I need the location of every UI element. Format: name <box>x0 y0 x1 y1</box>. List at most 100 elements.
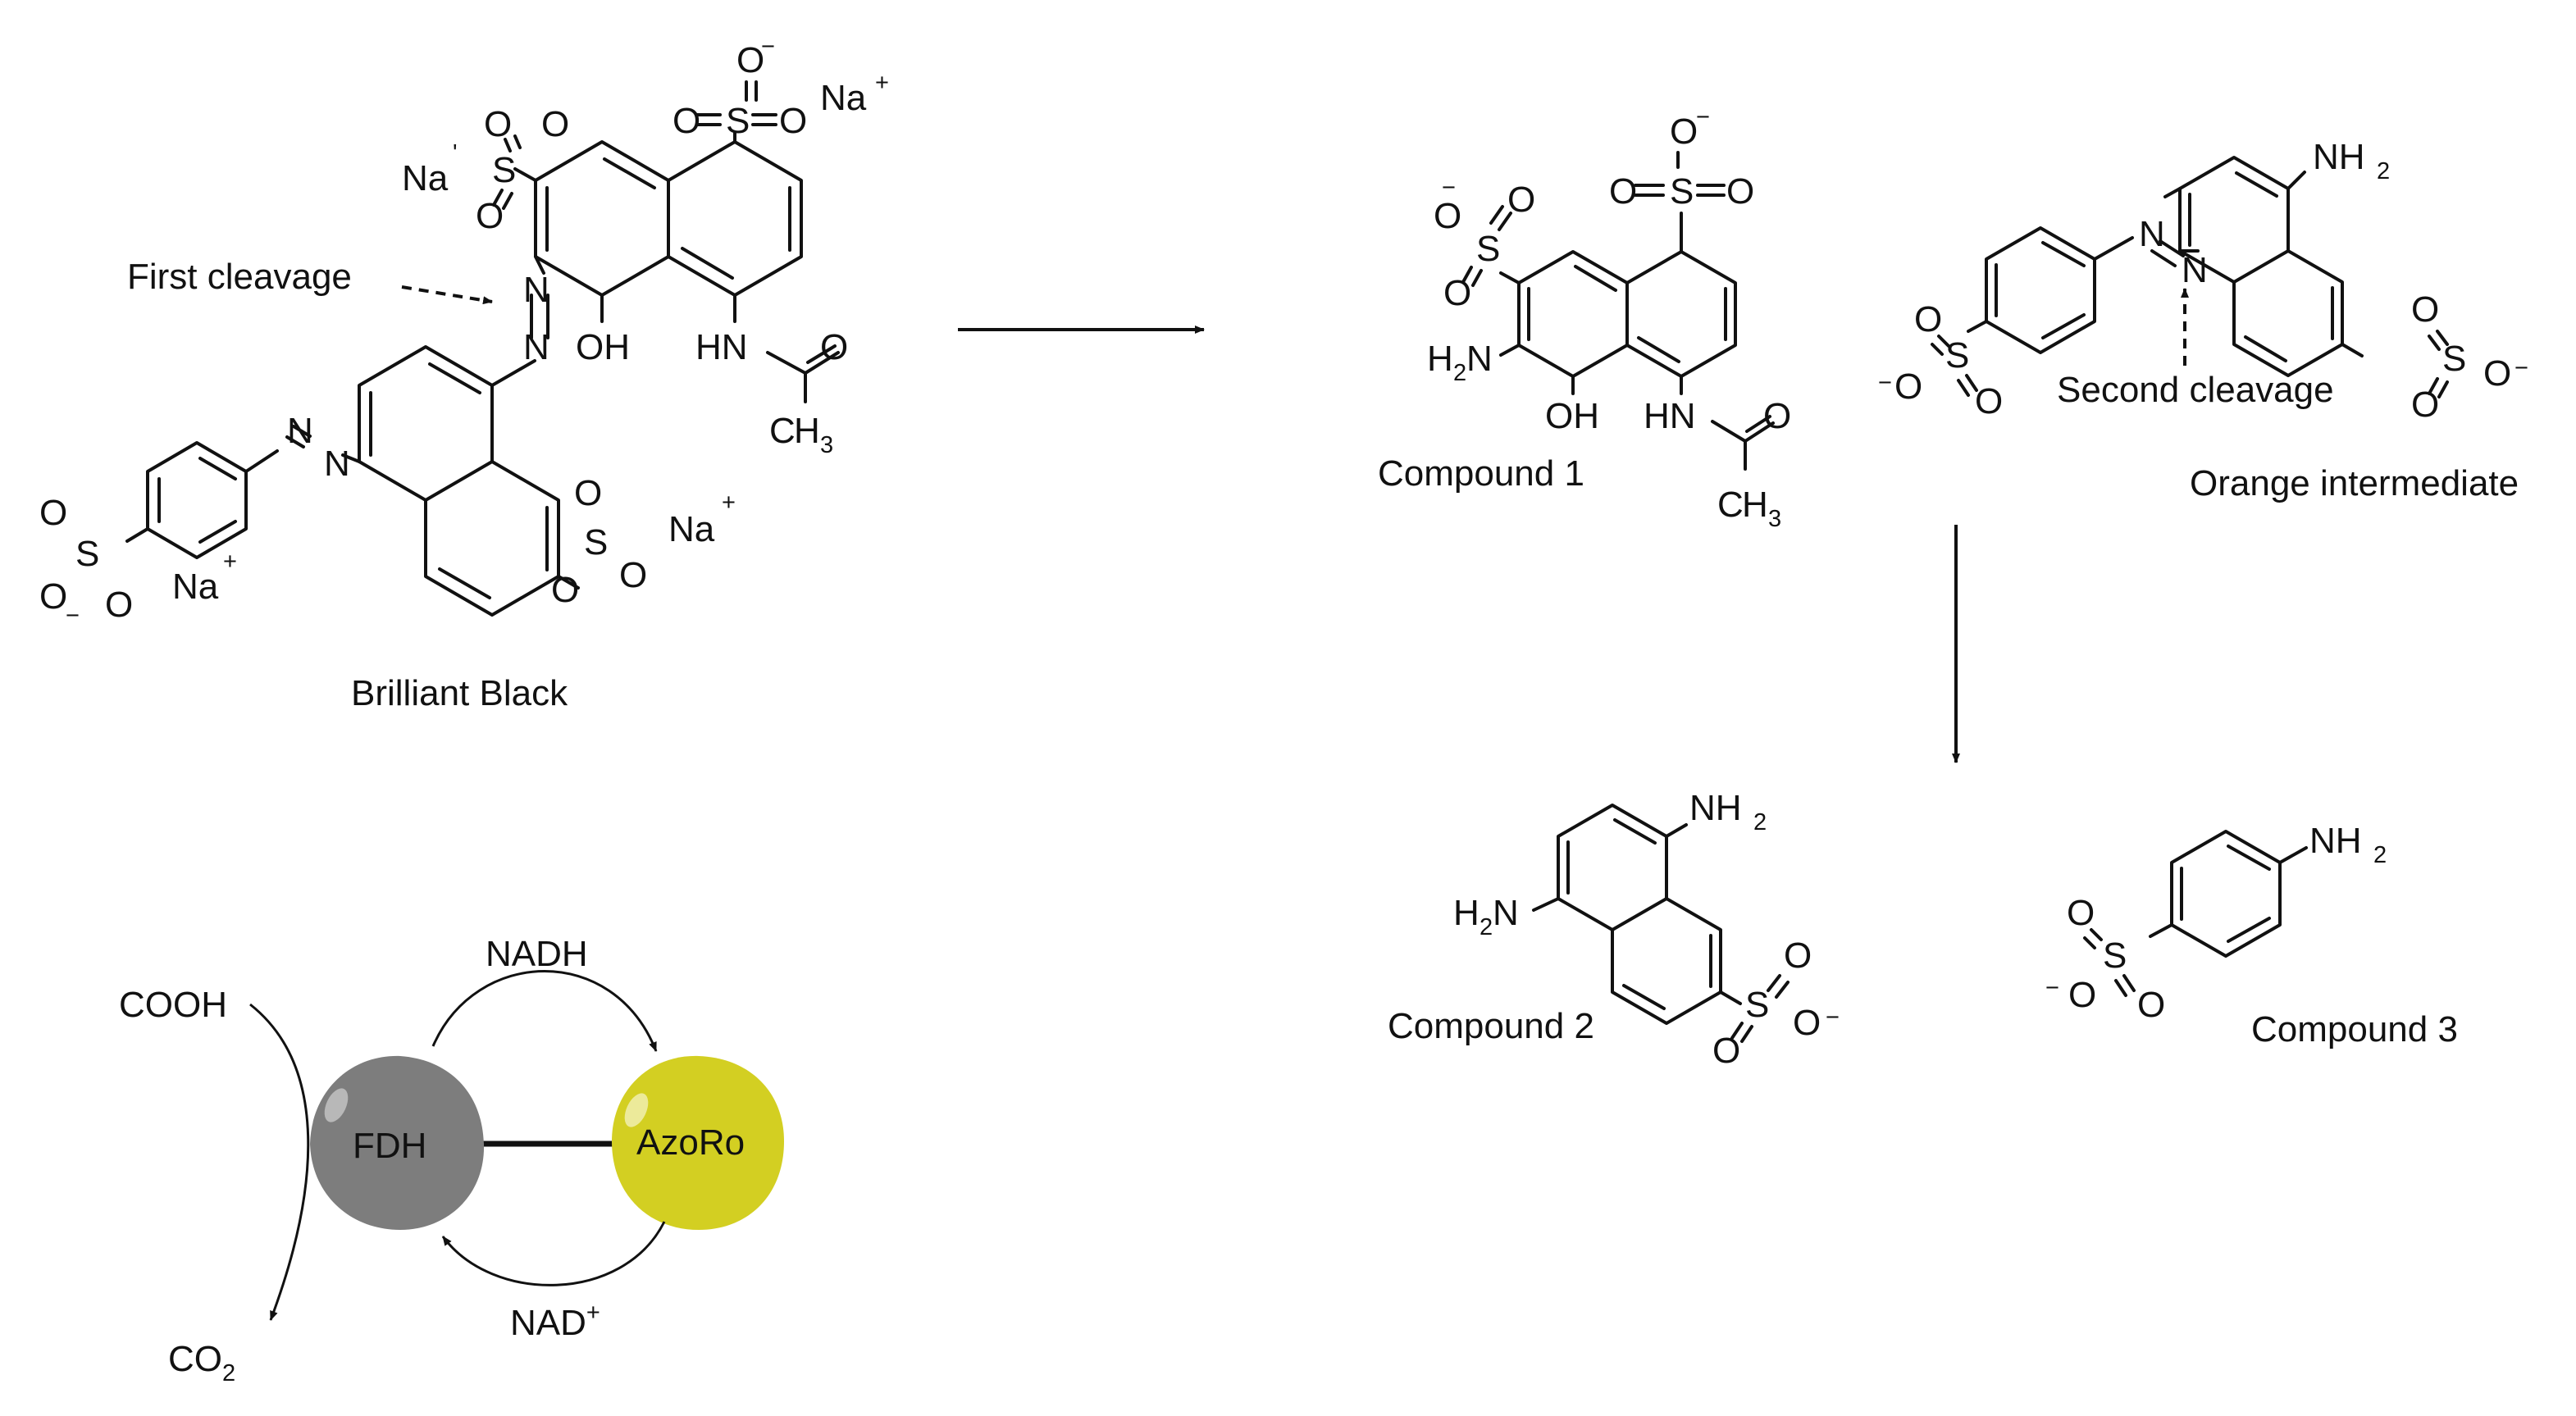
formate-arrow <box>249 1003 310 1321</box>
brilliant-black-label: Brilliant Black <box>351 673 568 713</box>
co2-label: CO2 <box>168 1339 235 1386</box>
svg-text:O: O <box>105 585 133 625</box>
svg-text:O: O <box>1670 112 1698 152</box>
svg-text:O: O <box>1712 1031 1740 1071</box>
svg-text:NH: NH <box>2309 821 2362 861</box>
svg-text:N: N <box>287 411 313 451</box>
svg-text:O: O <box>1914 299 1942 339</box>
svg-text:NH: NH <box>2313 137 2365 177</box>
svg-text:N: N <box>2139 214 2165 254</box>
nad-arrow <box>441 1221 666 1286</box>
svg-text:O: O <box>476 196 504 236</box>
svg-text:N: N <box>1493 893 1519 933</box>
svg-text:H: H <box>1742 485 1768 525</box>
svg-text:S: S <box>1670 171 1694 212</box>
cooh-label: COOH <box>119 985 227 1025</box>
svg-text:3: 3 <box>1768 506 1781 532</box>
svg-text:O: O <box>1726 171 1754 212</box>
svg-text:O: O <box>551 570 579 610</box>
compound-2-label: Compound 2 <box>1388 1006 1594 1046</box>
azoro-highlight <box>624 1093 649 1127</box>
svg-text:Na: Na <box>668 509 715 549</box>
svg-text:O: O <box>1793 1003 1821 1043</box>
compound-2-structure <box>1532 804 1742 1025</box>
svg-text:O: O <box>39 493 67 533</box>
svg-text:Na: Na <box>402 158 449 198</box>
svg-text:H: H <box>1427 339 1453 379</box>
compound-3-label: Compound 3 <box>2251 1009 2458 1049</box>
svg-text:NH: NH <box>1689 788 1742 828</box>
svg-text:2: 2 <box>1479 914 1493 940</box>
svg-text:−: − <box>2514 355 2528 381</box>
compound-1-structure <box>1499 212 1775 471</box>
svg-text:+: + <box>875 70 889 96</box>
second-cleavage-label: Second cleavage <box>2057 370 2334 410</box>
svg-text:−: − <box>761 34 775 60</box>
svg-text:O: O <box>2067 893 2095 933</box>
compound-1-label: Compound 1 <box>1378 453 1584 494</box>
svg-text:2: 2 <box>2373 842 2387 868</box>
svg-text:2: 2 <box>1753 809 1767 835</box>
svg-text:OH: OH <box>1545 396 1599 436</box>
svg-text:S: S <box>584 522 608 562</box>
svg-text:': ' <box>453 140 458 166</box>
svg-text:−: − <box>1442 175 1456 201</box>
svg-text:−: − <box>1878 370 1892 396</box>
svg-text:O: O <box>820 327 848 367</box>
svg-text:O: O <box>39 576 67 617</box>
compound-3-structure <box>2149 830 2308 958</box>
svg-text:O: O <box>2483 353 2511 394</box>
svg-text:HN: HN <box>695 327 748 367</box>
svg-text:O: O <box>1975 381 2003 421</box>
svg-text:N: N <box>1466 339 1493 379</box>
svg-text:S: S <box>2103 936 2127 976</box>
svg-text:O: O <box>1609 171 1637 212</box>
svg-text:O: O <box>779 101 807 141</box>
svg-text:O: O <box>574 473 602 513</box>
svg-text:2: 2 <box>2377 158 2390 184</box>
svg-text:N: N <box>523 327 549 367</box>
svg-text:O: O <box>1434 196 1461 236</box>
svg-text:O: O <box>1784 936 1812 976</box>
svg-text:Na: Na <box>172 567 219 607</box>
enzyme-cascade: FDH AzoRo NADH NAD+ COOH CO2 <box>119 934 784 1386</box>
fdh-highlight <box>324 1088 349 1122</box>
svg-text:N: N <box>523 270 549 310</box>
svg-text:+: + <box>722 489 736 516</box>
svg-text:O: O <box>2068 975 2096 1015</box>
svg-text:O: O <box>672 101 700 141</box>
first-cleavage-label: First cleavage <box>127 257 352 297</box>
fdh-enzyme <box>310 1055 485 1230</box>
svg-text:O: O <box>736 40 764 80</box>
svg-text:C: C <box>1717 485 1744 525</box>
orange-intermediate-structure <box>1967 156 2364 377</box>
azoro-enzyme <box>612 1055 784 1230</box>
svg-text:S: S <box>1945 335 1969 376</box>
svg-text:OH: OH <box>576 327 630 367</box>
svg-text:Na: Na <box>820 78 867 118</box>
svg-text:−: − <box>1826 1004 1840 1031</box>
svg-text:O: O <box>1443 273 1471 313</box>
nad-label: NAD+ <box>510 1300 600 1343</box>
svg-text:S: S <box>1745 985 1769 1025</box>
brilliant-black-structure <box>125 131 840 617</box>
svg-text:S: S <box>726 101 750 141</box>
nadh-arrow <box>431 970 658 1052</box>
svg-text:O: O <box>619 555 647 595</box>
svg-text:O: O <box>484 104 512 144</box>
svg-text:−: − <box>66 603 80 629</box>
azoro-label: AzoRo <box>636 1122 745 1163</box>
svg-text:−: − <box>2045 975 2059 1001</box>
svg-text:O: O <box>2137 985 2165 1025</box>
svg-text:S: S <box>75 534 99 574</box>
svg-text:2: 2 <box>1453 360 1466 386</box>
svg-text:+: + <box>223 549 237 575</box>
first-cleavage-arrow <box>401 285 493 305</box>
svg-text:H: H <box>794 411 820 451</box>
orange-intermediate-label: Orange intermediate <box>2190 463 2519 503</box>
